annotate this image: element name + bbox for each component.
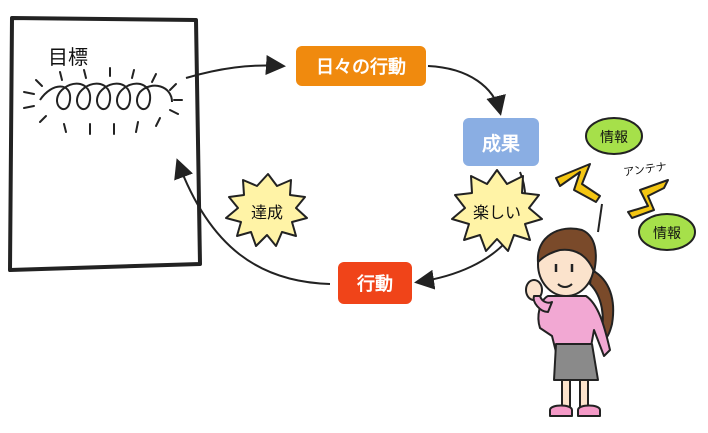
info-top-label: 情報 [600, 130, 628, 146]
burst-achievement-label: 達成 [251, 203, 283, 222]
burst-fun-label: 楽しい [473, 203, 521, 222]
cycle-arrows [174, 55, 526, 290]
lightning-left-icon [555, 163, 601, 203]
info-bubble-top: 情報 [585, 117, 643, 155]
goal-paper: 目標 [8, 16, 202, 272]
arrow-daily-to-result [427, 65, 506, 116]
goal-title: 目標 [48, 45, 88, 69]
burst-achievement: 達成 [225, 173, 308, 247]
antenna-lightning [555, 163, 669, 233]
lightning-right-icon [627, 179, 669, 219]
step-action: 行動 [338, 262, 412, 304]
step-result: 成果 [463, 118, 539, 166]
sparkle-lines [23, 67, 183, 135]
arrow-goal-to-daily [185, 55, 286, 79]
step-daily-action-label: 日々の行動 [316, 57, 406, 78]
arrow-action-to-goal [174, 158, 331, 285]
antenna-label: アンテナ [623, 160, 668, 179]
girl-illustration [525, 227, 615, 417]
step-action-label: 行動 [357, 274, 393, 295]
info-bubble-bottom: 情報 [638, 213, 696, 251]
burst-fun: 楽しい [451, 169, 543, 252]
step-daily-action: 日々の行動 [296, 46, 426, 86]
goal-scribble [39, 82, 173, 111]
info-bottom-label: 情報 [653, 226, 681, 242]
step-result-label: 成果 [481, 132, 520, 155]
